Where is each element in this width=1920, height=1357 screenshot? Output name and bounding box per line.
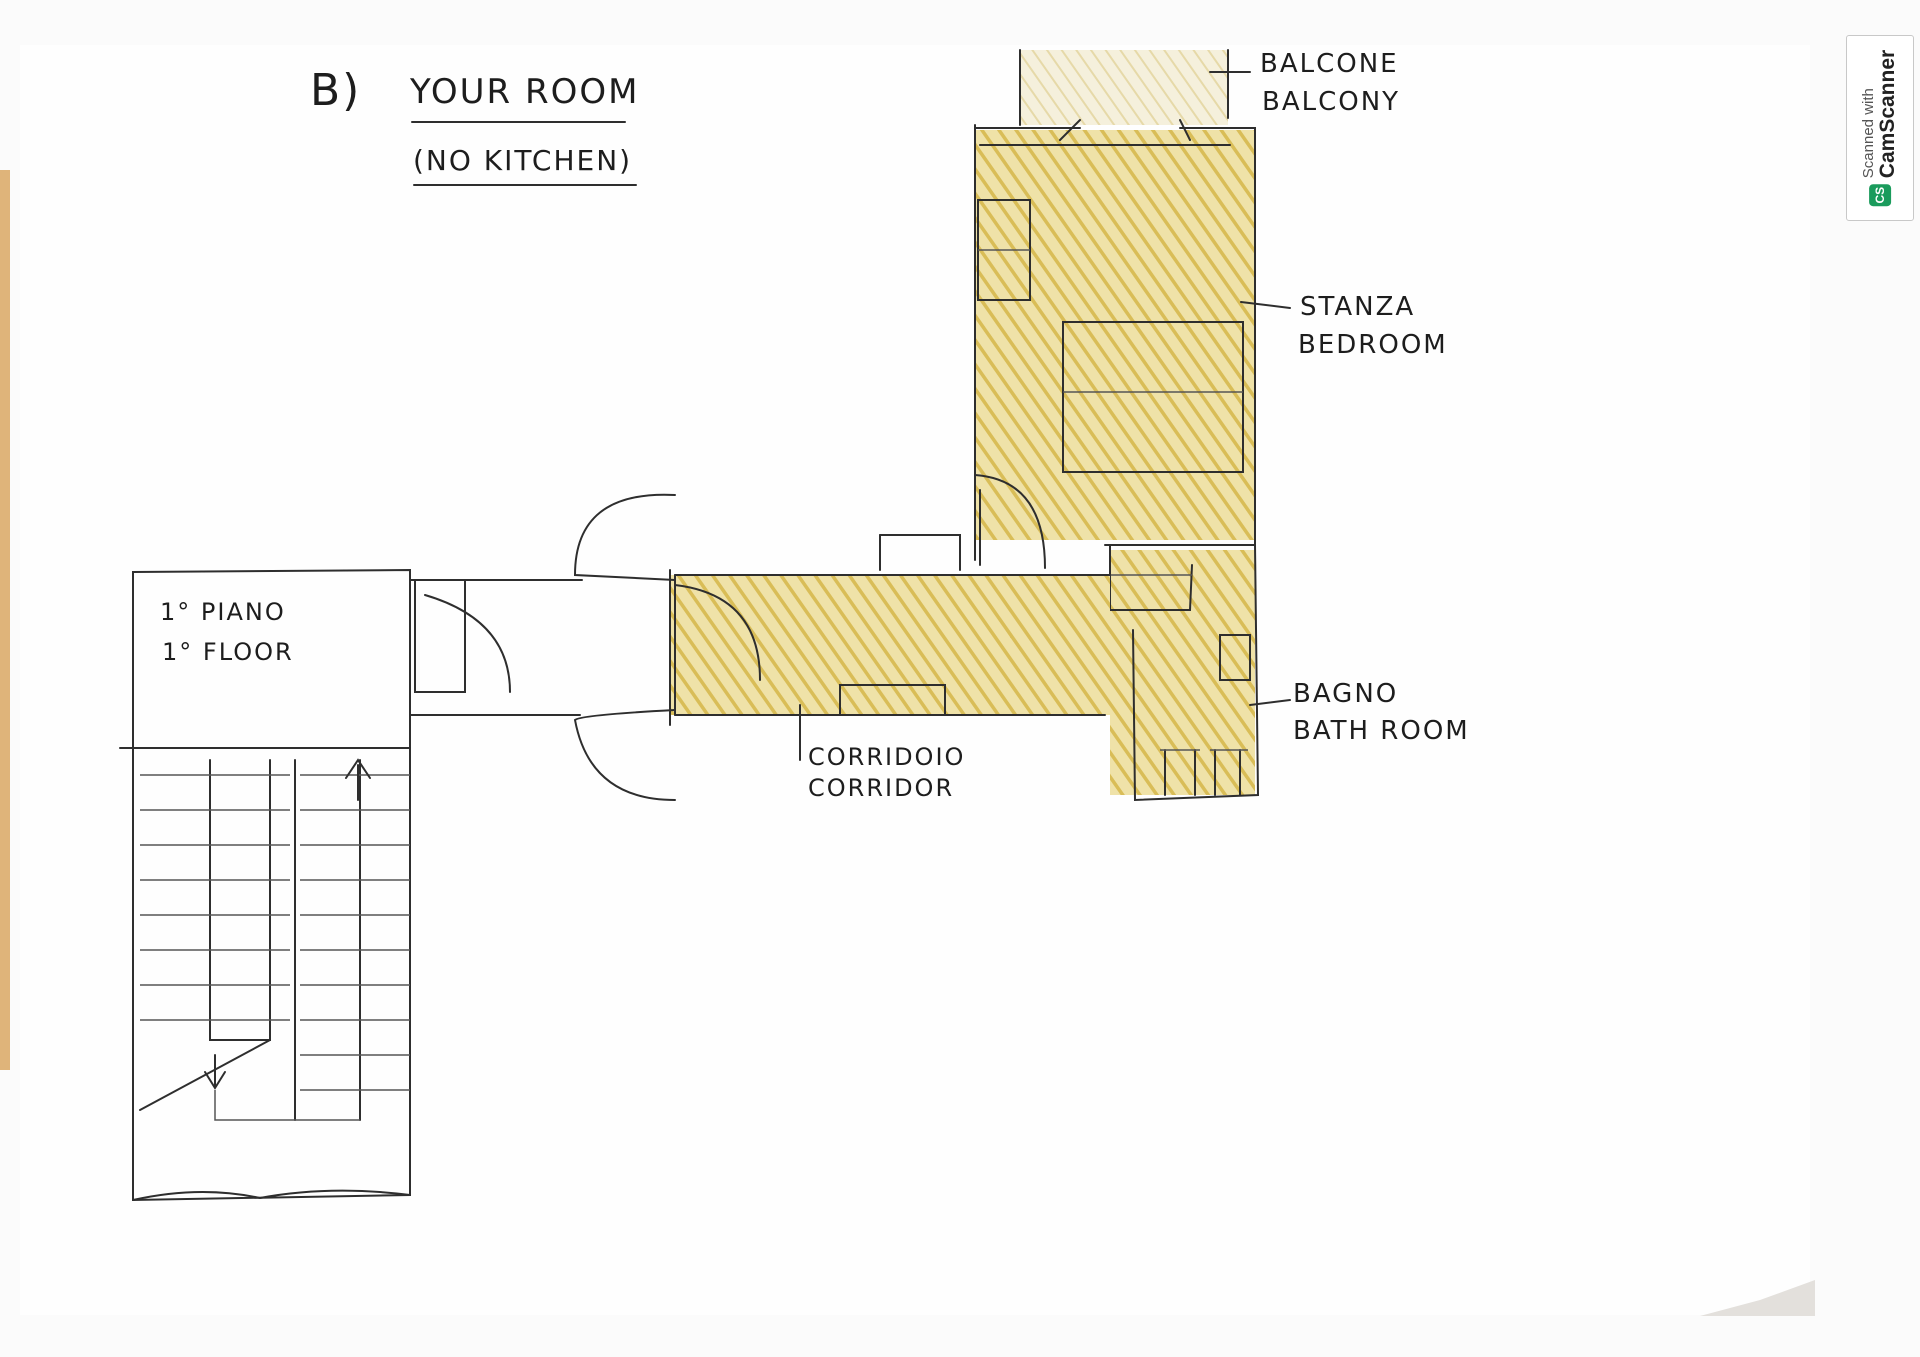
bedroom-leader xyxy=(1240,301,1291,309)
balcony-label-en: BALCONY xyxy=(1262,87,1400,117)
bedroom-label-en: BEDROOM xyxy=(1298,330,1448,360)
bedroom-label-it: STANZA xyxy=(1300,292,1415,322)
corridor-label-en: CORRIDOR xyxy=(808,774,954,802)
floor-label-en: 1° FLOOR xyxy=(162,638,294,666)
balcony-label-it: BALCONE xyxy=(1260,49,1399,79)
camscanner-watermark: CS Scanned with CamScanner xyxy=(1846,35,1914,221)
scanned-with-text: Scanned with xyxy=(1860,88,1878,179)
camscanner-logo-icon: CS xyxy=(1868,184,1891,207)
bathroom-label-it: BAGNO xyxy=(1293,679,1398,709)
entrance-doors xyxy=(409,493,676,801)
stairwell xyxy=(119,568,411,1202)
heading-subtitle: (NO KITCHEN) xyxy=(413,144,632,177)
corridor-area xyxy=(669,534,1111,761)
bathroom-leader xyxy=(1249,699,1291,706)
camscanner-text: CamScanner xyxy=(1875,49,1899,179)
balcony-area xyxy=(1019,49,1251,126)
corridor-label-it: CORRIDOIO xyxy=(808,743,965,771)
heading-title: YOUR ROOM xyxy=(409,72,639,112)
bathroom-area xyxy=(1104,544,1260,802)
bedroom-area xyxy=(974,119,1256,569)
heading-marker: B) xyxy=(310,65,361,116)
floor-label-it: 1° PIANO xyxy=(160,598,286,626)
bathroom-label-en: BATH ROOM xyxy=(1293,716,1470,746)
